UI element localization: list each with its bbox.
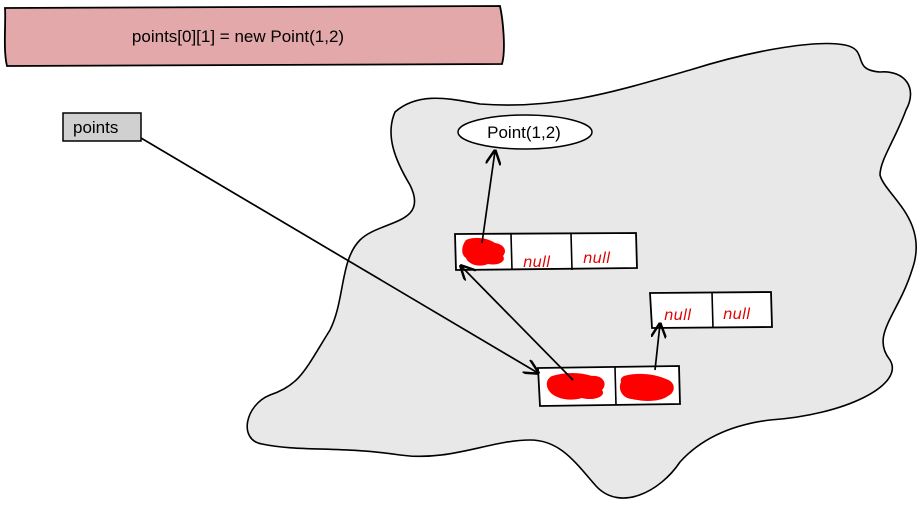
row0-cell1-null: null: [523, 253, 551, 271]
arrow-outer0-to-row0: [461, 266, 574, 381]
row1-cell1-null: null: [723, 305, 751, 323]
row1-cell0-null: null: [664, 306, 692, 324]
arrow-outer1-to-row1: [655, 324, 660, 371]
point-object: [457, 114, 593, 150]
arrow-points-to-outer: [140, 137, 538, 373]
scribble-outer-cell0: [546, 373, 605, 400]
arrow-row0-to-point: [481, 151, 495, 244]
heap-region: [246, 42, 918, 499]
scribble-outer-cell1: [619, 373, 674, 401]
row0-cell2-null: null: [583, 249, 611, 267]
variable-box: [62, 112, 142, 142]
row1-array: [649, 291, 773, 329]
statement-banner: [3, 5, 505, 67]
variable-label: points: [73, 118, 118, 137]
scribble-row0-cell0: [462, 237, 506, 266]
point-object-label: Point(1,2): [487, 123, 561, 142]
statement-text: points[0][1] = new Point(1,2): [132, 27, 344, 46]
